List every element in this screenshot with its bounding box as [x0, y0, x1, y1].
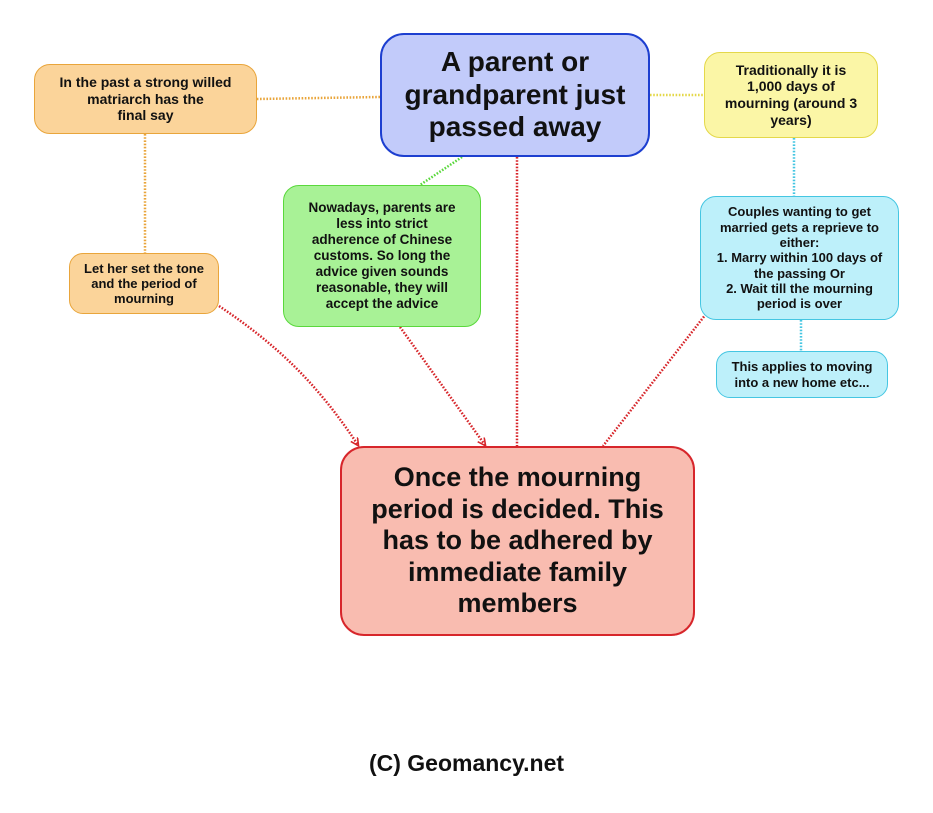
node-nowadays-text: Nowadays, parents are less into strict a…	[308, 200, 456, 311]
connector-couples-to-main	[602, 313, 707, 447]
node-root-text: A parent or grandparent just passed away	[404, 46, 626, 143]
node-main-conclusion: Once the mourning period is decided. Thi…	[340, 446, 695, 636]
node-traditional-text: Traditionally it is 1,000 days of mourni…	[724, 61, 858, 128]
node-couples-text: Couples wanting to get married gets a re…	[716, 204, 883, 312]
connector-tone-to-main	[218, 304, 358, 445]
node-tone-text: Let her set the tone and the period of m…	[84, 260, 204, 307]
node-root: A parent or grandparent just passed away	[380, 33, 650, 157]
node-past-matriarch: In the past a strong willed matriarch ha…	[34, 64, 257, 134]
connector-root-to-past	[256, 95, 381, 101]
node-main-text: Once the mourning period is decided. Thi…	[371, 462, 664, 619]
node-past-text: In the past a strong willed matriarch ha…	[59, 74, 232, 124]
node-set-tone: Let her set the tone and the period of m…	[69, 253, 219, 314]
connector-root-to-nowadays	[419, 155, 463, 187]
node-moving: This applies to moving into a new home e…	[716, 351, 888, 398]
node-traditional: Traditionally it is 1,000 days of mourni…	[704, 52, 878, 138]
copyright-footer: (C) Geomancy.net	[368, 750, 565, 776]
node-moving-text: This applies to moving into a new home e…	[731, 359, 873, 390]
connector-nowadays-to-main	[398, 326, 485, 445]
node-nowadays: Nowadays, parents are less into strict a…	[283, 185, 481, 327]
node-couples: Couples wanting to get married gets a re…	[700, 196, 899, 320]
